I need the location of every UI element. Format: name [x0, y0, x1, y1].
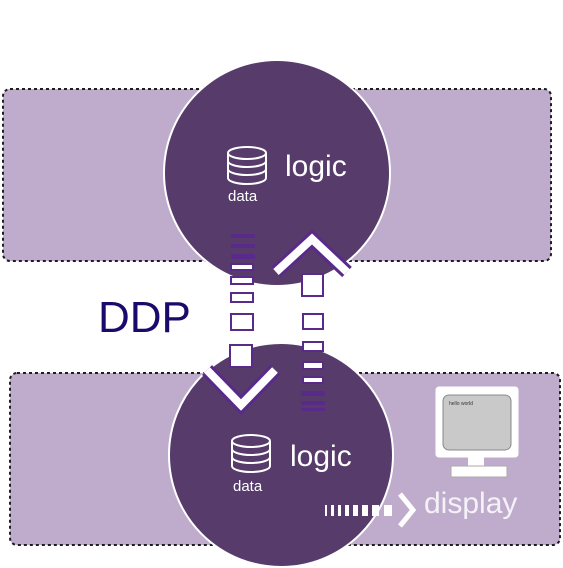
down-arrow	[201, 234, 281, 416]
monitor-icon: hello world	[435, 386, 519, 478]
client-data-label: data	[233, 478, 263, 495]
server-data-label: data	[228, 188, 258, 205]
server-node: logic data	[163, 59, 391, 287]
ddp-label: DDP	[98, 293, 191, 342]
client-logic-label: logic	[290, 440, 352, 473]
client-node: logic data	[168, 342, 394, 568]
display-arrow	[325, 492, 417, 528]
database-icon	[231, 434, 271, 473]
monitor-screen-text: hello world	[449, 401, 473, 407]
server-logic-label: logic	[285, 150, 347, 183]
database-icon	[227, 146, 267, 185]
display-label: display	[424, 487, 517, 520]
up-arrow	[271, 229, 352, 411]
